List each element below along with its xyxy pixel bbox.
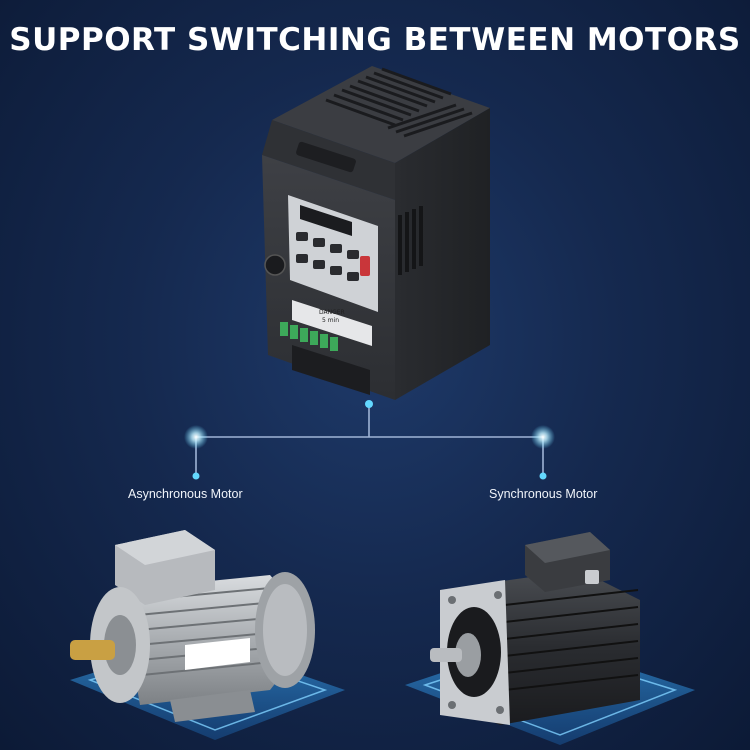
synchronous-motor-image [430,532,640,725]
danger-time: 5 min [322,317,339,324]
connector-lines [195,404,544,476]
headline: SUPPORT SWITCHING BETWEEN MOTORS [9,22,741,58]
danger-label: DANGER [319,309,345,316]
synchronous-motor-label: Synchronous Motor [489,487,598,501]
asynchronous-motor-image [70,530,315,722]
inverter-device: DANGER 5 min [262,66,490,400]
connector-nodes [184,400,555,480]
asynchronous-motor-label: Asynchronous Motor [128,487,243,501]
